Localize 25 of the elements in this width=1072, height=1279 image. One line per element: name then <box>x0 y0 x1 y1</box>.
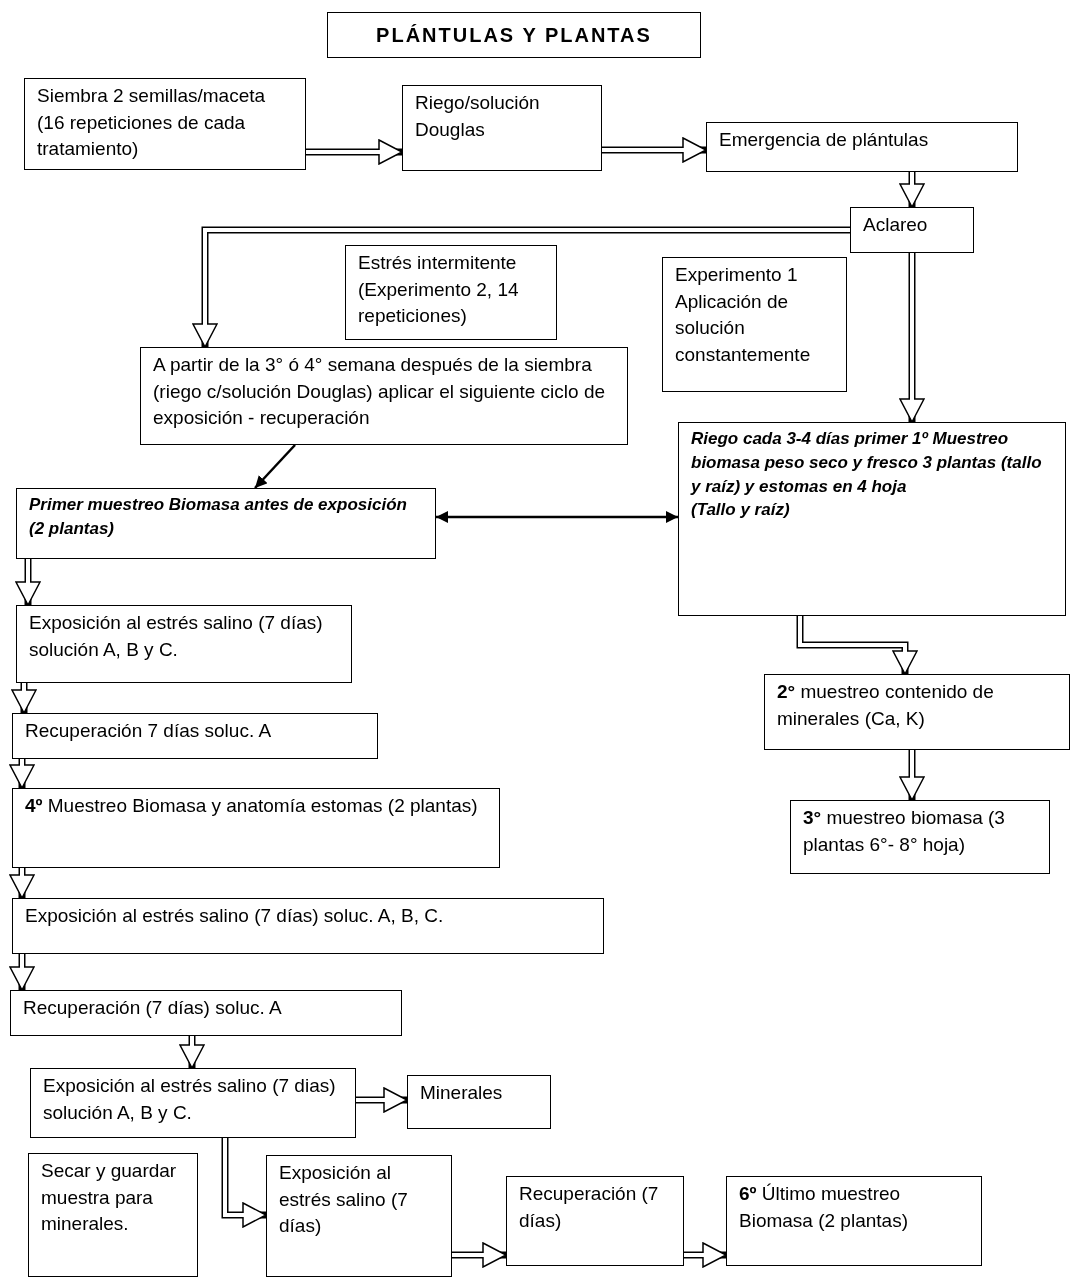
process-box: Exposición al estrés salino (7 días) soluc. A, B, C. <box>12 898 604 954</box>
process-box: Experimento 1 Aplicación de solución constantemente <box>662 257 847 392</box>
process-box: Secar y guardar muestra para minerales. <box>28 1153 198 1277</box>
arrow <box>436 511 678 523</box>
process-box: Estrés intermitente (Experimento 2, 14 repeticiones) <box>345 245 557 340</box>
process-box: Exposición al estrés salino (7 días) solución A, B y C. <box>16 605 352 683</box>
process-box: Exposición al estrés salino (7 días) <box>266 1155 452 1277</box>
process-box: Recuperación 7 días soluc. A <box>12 713 378 759</box>
process-box: Recuperación (7 días) soluc. A <box>10 990 402 1036</box>
process-box: Recuperación (7 días) <box>506 1176 684 1266</box>
process-box: 4º Muestreo Biomasa y anatomía estomas (2 plantas) <box>12 788 500 868</box>
process-box: Siembra 2 semillas/maceta (16 repeticiones de cada tratamiento) <box>24 78 306 170</box>
process-box: PLÁNTULAS Y PLANTAS <box>327 12 701 58</box>
arrow <box>254 444 296 489</box>
process-box: 6º Último muestreo Biomasa (2 plantas) <box>726 1176 982 1266</box>
process-box: Primer muestreo Biomasa antes de exposición (2 plantas) <box>16 488 436 559</box>
process-box: Exposición al estrés salino (7 dias) solución A, B y C. <box>30 1068 356 1138</box>
process-box: 2° muestreo contenido de minerales (Ca, K) <box>764 674 1070 750</box>
process-box: Minerales <box>407 1075 551 1129</box>
process-box: Emergencia de plántulas <box>706 122 1018 172</box>
process-box: Riego/solución Douglas <box>402 85 602 171</box>
process-box: A partir de la 3° ó 4° semana después de la siembra (riego c/solución Douglas) aplicar el siguiente ciclo de exposición - recuperación <box>140 347 628 445</box>
process-box: 3° muestreo biomasa (3 plantas 6°- 8° hoja) <box>790 800 1050 874</box>
process-box: Aclareo <box>850 207 974 253</box>
process-box: Riego cada 3-4 días primer 1º Muestreo biomasa peso seco y fresco 3 plantas (tallo y raíz) y estomas en 4 hoja (Tallo y raíz) <box>678 422 1066 616</box>
